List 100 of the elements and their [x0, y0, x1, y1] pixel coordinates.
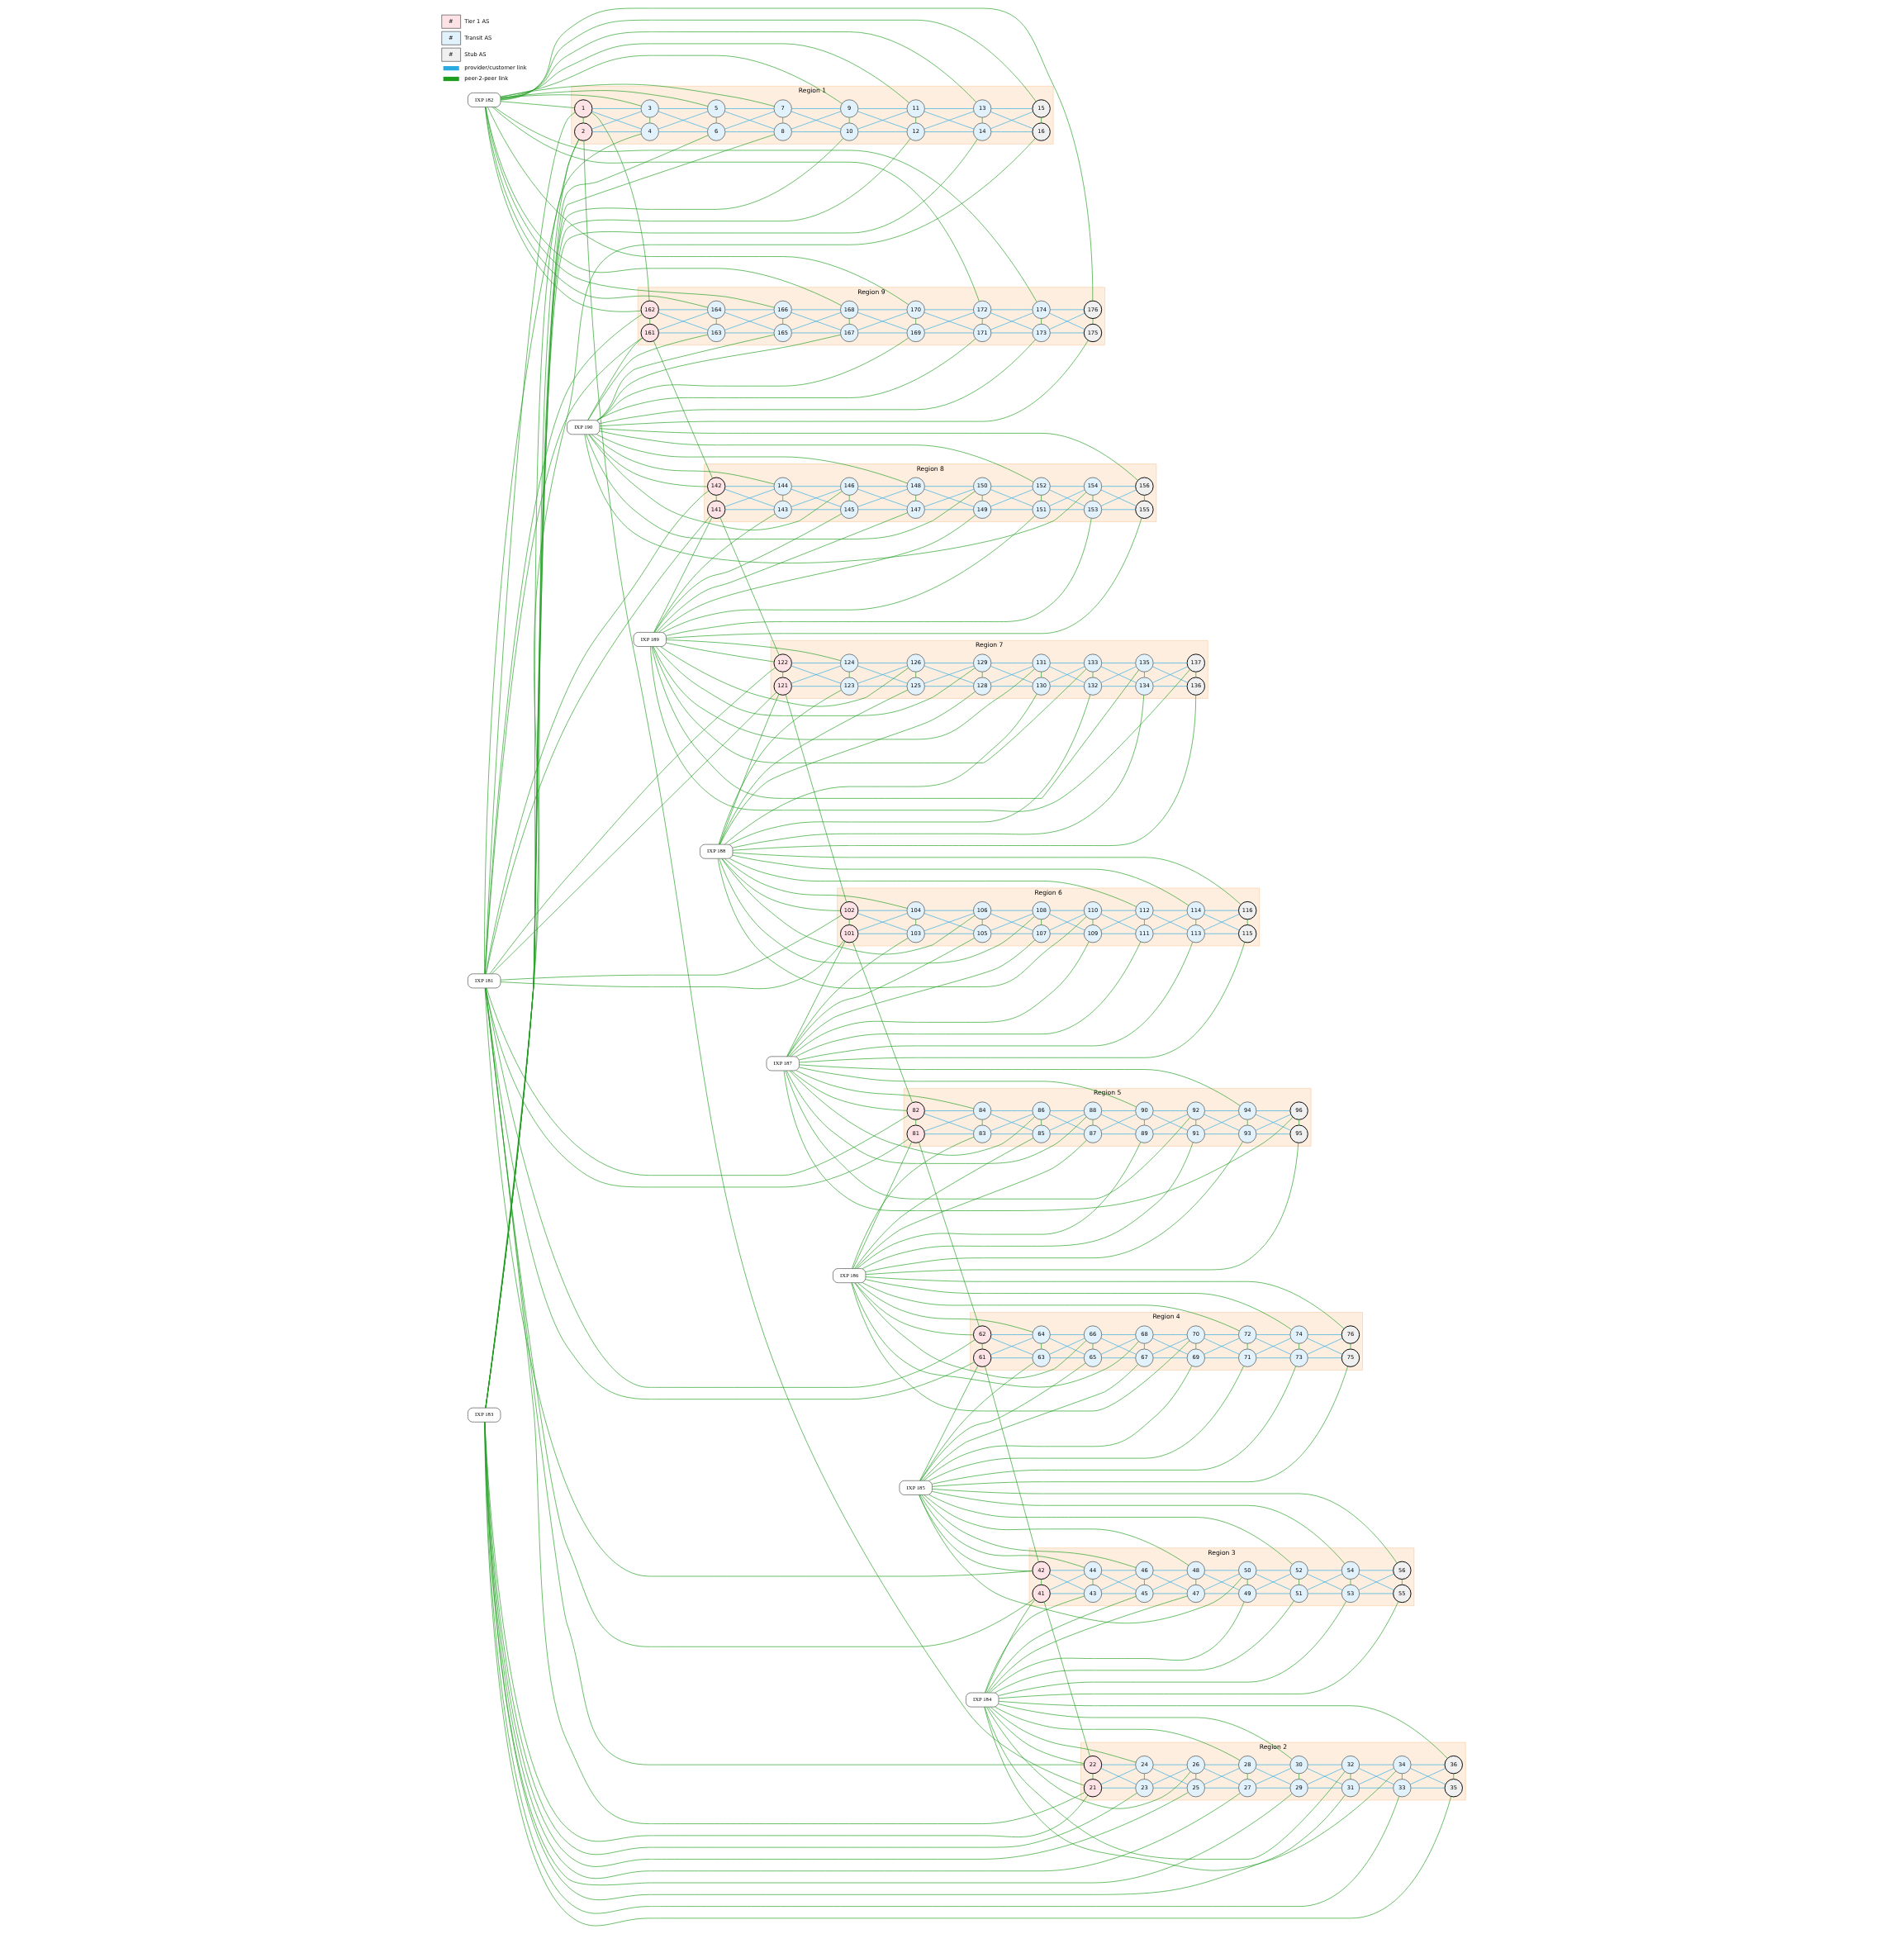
connector [857, 131, 908, 132]
connector [998, 1704, 1293, 1760]
connector [848, 318, 850, 325]
connector [1041, 1343, 1042, 1350]
connector [1256, 1334, 1291, 1335]
connector [924, 131, 974, 132]
connector [1041, 116, 1042, 124]
connector [998, 1600, 1346, 1696]
connector [724, 309, 775, 311]
connector [1152, 1338, 1189, 1355]
connector [786, 1070, 1087, 1164]
connector [1152, 914, 1189, 931]
connector [990, 1338, 1033, 1356]
connector [855, 1139, 1087, 1269]
connector [724, 108, 775, 109]
connector [1050, 509, 1085, 511]
connector [1402, 1773, 1403, 1780]
connector [1144, 1119, 1145, 1126]
connector [791, 665, 842, 684]
connector [998, 1601, 1399, 1699]
connector [1101, 1570, 1136, 1571]
connector [1402, 1579, 1403, 1585]
connector [1256, 1133, 1291, 1134]
connector [1359, 1570, 1394, 1571]
connector [1152, 1768, 1189, 1785]
connector [1050, 686, 1085, 687]
connector [852, 1136, 975, 1269]
connector [857, 111, 908, 130]
connector [658, 111, 709, 130]
connector [852, 941, 913, 1103]
connector [666, 642, 775, 663]
connector [651, 646, 1139, 799]
connector [1204, 1110, 1239, 1111]
connector [1101, 1357, 1136, 1358]
connector [1050, 1334, 1085, 1335]
connector [786, 938, 909, 1057]
connector [921, 1494, 1137, 1568]
connector [724, 311, 775, 330]
connector [1049, 312, 1085, 330]
connector [1204, 1573, 1240, 1590]
connector [857, 910, 908, 911]
connector [658, 332, 708, 334]
connector [1050, 1357, 1085, 1358]
connector [857, 1282, 1033, 1333]
connector [782, 672, 784, 678]
connector [990, 1110, 1033, 1111]
connector [1359, 1787, 1394, 1789]
connector [1453, 1773, 1455, 1780]
connector [984, 1706, 1397, 1871]
connector [852, 1282, 1139, 1388]
connector [1144, 495, 1145, 501]
connector [924, 1365, 1193, 1481]
connector [1152, 933, 1188, 934]
connector [915, 495, 916, 501]
connector [985, 1599, 1036, 1694]
connector [981, 919, 983, 925]
connector [1092, 1579, 1094, 1585]
connector [1246, 1773, 1248, 1780]
connector [924, 488, 975, 507]
connector [924, 332, 974, 334]
connector [1100, 1338, 1137, 1355]
connector [1204, 1114, 1240, 1131]
connector [791, 488, 842, 507]
connector [1049, 1338, 1085, 1355]
connector [1049, 914, 1085, 931]
connector [789, 1070, 1035, 1156]
connector [857, 309, 908, 311]
connector [722, 858, 841, 911]
connector [990, 108, 1033, 109]
connector [591, 112, 650, 302]
connector [599, 430, 1034, 482]
connector [650, 646, 1190, 812]
connector [715, 495, 717, 501]
connector [1350, 1579, 1351, 1585]
connector [799, 1067, 1137, 1108]
connector [857, 913, 908, 932]
connector [924, 311, 975, 330]
connector [1152, 1110, 1188, 1111]
connector [924, 933, 974, 934]
connector [990, 1706, 1137, 1763]
connector [654, 513, 842, 633]
connector [485, 107, 775, 308]
connector [990, 309, 1033, 311]
connector [1410, 1787, 1446, 1789]
connector [990, 312, 1033, 330]
connector [990, 131, 1033, 132]
connector [1307, 1768, 1343, 1785]
connector [789, 939, 1036, 1057]
connector [990, 489, 1033, 507]
connector [919, 1494, 1242, 1623]
connector [485, 107, 709, 308]
connector [1308, 1357, 1342, 1358]
connector [1092, 1773, 1094, 1780]
connector [591, 108, 642, 109]
connector [857, 488, 908, 507]
connector [786, 941, 846, 1057]
connector [857, 1142, 1142, 1269]
connector [915, 318, 916, 325]
connector [795, 941, 1142, 1057]
connector [1101, 1110, 1136, 1111]
